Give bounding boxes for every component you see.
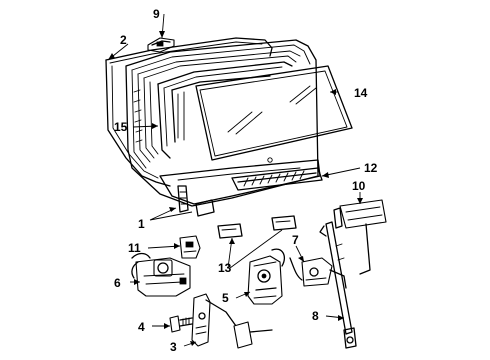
part-14-window-glass	[195, 65, 353, 163]
part-9-hinge-clip	[147, 37, 175, 53]
callout-5: 5	[222, 291, 229, 305]
part-10-strut-bracket	[333, 199, 387, 275]
callout-7: 7	[292, 233, 299, 247]
callout-4: 4	[138, 320, 145, 334]
part-6-lock-actuator	[131, 252, 191, 297]
part-5-latch	[247, 248, 286, 305]
callout-3: 3	[170, 340, 177, 354]
callout-2: 2	[120, 33, 127, 47]
callout-14: 14	[354, 86, 368, 100]
part-12-license-lamp	[231, 167, 323, 191]
leader-arrowheads	[108, 31, 363, 346]
part-3-lock-bracket	[191, 293, 237, 347]
part-4-bolt	[169, 315, 193, 333]
lock-switch-box	[233, 321, 273, 349]
callout-9: 9	[153, 7, 160, 21]
callout-11: 11	[128, 241, 141, 255]
callout-12: 12	[364, 161, 378, 175]
callout-15: 15	[114, 120, 128, 134]
callout-10: 10	[352, 179, 366, 193]
callout-6: 6	[114, 276, 121, 290]
callouts: 9 2 14 15 12 10 1 11 13 7 6 5 4 8 3	[114, 7, 378, 354]
callout-1: 1	[138, 217, 145, 231]
part-7-lever-assembly	[289, 257, 347, 289]
part-15-glass-stops	[157, 61, 293, 159]
callout-13: 13	[218, 261, 232, 275]
callout-8: 8	[312, 309, 319, 323]
part-13-lamp-lenses	[217, 215, 297, 239]
part-1-liftgate-frame	[125, 39, 321, 217]
part-8-gas-strut	[319, 221, 357, 349]
part-11-latch-switch	[179, 235, 201, 259]
